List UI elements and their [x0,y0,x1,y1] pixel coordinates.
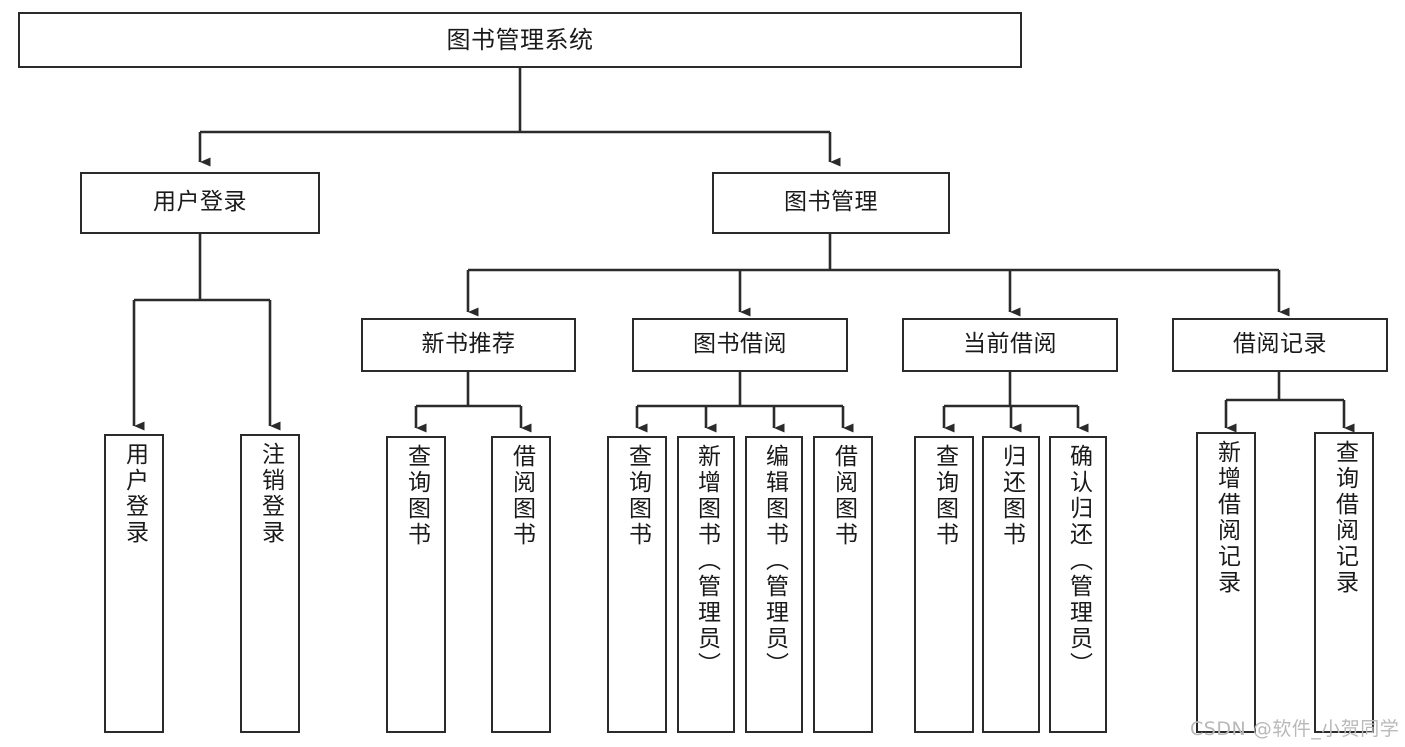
node-leaf-query-book-2-label: 查询图书 [624,444,651,548]
node-leaf-query-book-2[interactable]: 查询图书 [607,436,667,733]
node-leaf-query-book-3[interactable]: 查询图书 [914,436,974,733]
node-leaf-borrow-book-2-label: 借阅图书 [830,444,857,548]
node-leaf-confirm-return-label: 确认归还（管理员） [1065,444,1092,678]
node-root-label: 图书管理系统 [446,25,594,54]
node-new-book-recommend-label: 新书推荐 [421,331,516,358]
node-new-book-recommend[interactable]: 新书推荐 [361,318,576,372]
node-book-manage-label: 图书管理 [784,189,878,216]
node-user-login-label: 用户登录 [153,189,247,216]
node-leaf-query-record[interactable]: 查询借阅记录 [1314,432,1374,733]
node-leaf-add-book[interactable]: 新增图书（管理员） [677,436,735,733]
node-leaf-return-book[interactable]: 归还图书 [982,436,1040,733]
node-leaf-borrow-book-2[interactable]: 借阅图书 [813,436,873,733]
node-leaf-logout-login[interactable]: 注销登录 [240,434,300,733]
node-leaf-user-login-label: 用户登录 [121,442,148,546]
node-current-borrow[interactable]: 当前借阅 [902,318,1118,372]
node-leaf-borrow-book-1[interactable]: 借阅图书 [491,436,551,733]
node-leaf-logout-login-label: 注销登录 [257,442,284,546]
node-leaf-query-book-1-label: 查询图书 [403,444,430,548]
node-leaf-return-book-label: 归还图书 [998,444,1025,548]
node-current-borrow-label: 当前借阅 [963,331,1057,358]
node-user-login[interactable]: 用户登录 [80,172,320,234]
node-leaf-edit-book-label: 编辑图书（管理员） [761,444,788,678]
node-book-manage[interactable]: 图书管理 [712,172,950,234]
node-book-borrow[interactable]: 图书借阅 [632,318,848,372]
node-leaf-borrow-book-1-label: 借阅图书 [508,444,535,548]
node-leaf-user-login[interactable]: 用户登录 [104,434,164,733]
node-borrow-record-label: 借阅记录 [1233,331,1327,358]
node-borrow-record[interactable]: 借阅记录 [1172,318,1388,372]
node-leaf-query-book-3-label: 查询图书 [931,444,958,548]
node-book-borrow-label: 图书借阅 [693,331,787,358]
node-root[interactable]: 图书管理系统 [18,12,1022,68]
node-leaf-add-record-label: 新增借阅记录 [1213,440,1240,596]
node-leaf-add-book-label: 新增图书（管理员） [693,444,720,678]
node-leaf-edit-book[interactable]: 编辑图书（管理员） [745,436,803,733]
node-leaf-add-record[interactable]: 新增借阅记录 [1196,432,1256,733]
node-leaf-confirm-return[interactable]: 确认归还（管理员） [1049,436,1107,733]
node-leaf-query-record-label: 查询借阅记录 [1331,440,1358,596]
node-leaf-query-book-1[interactable]: 查询图书 [386,436,446,733]
